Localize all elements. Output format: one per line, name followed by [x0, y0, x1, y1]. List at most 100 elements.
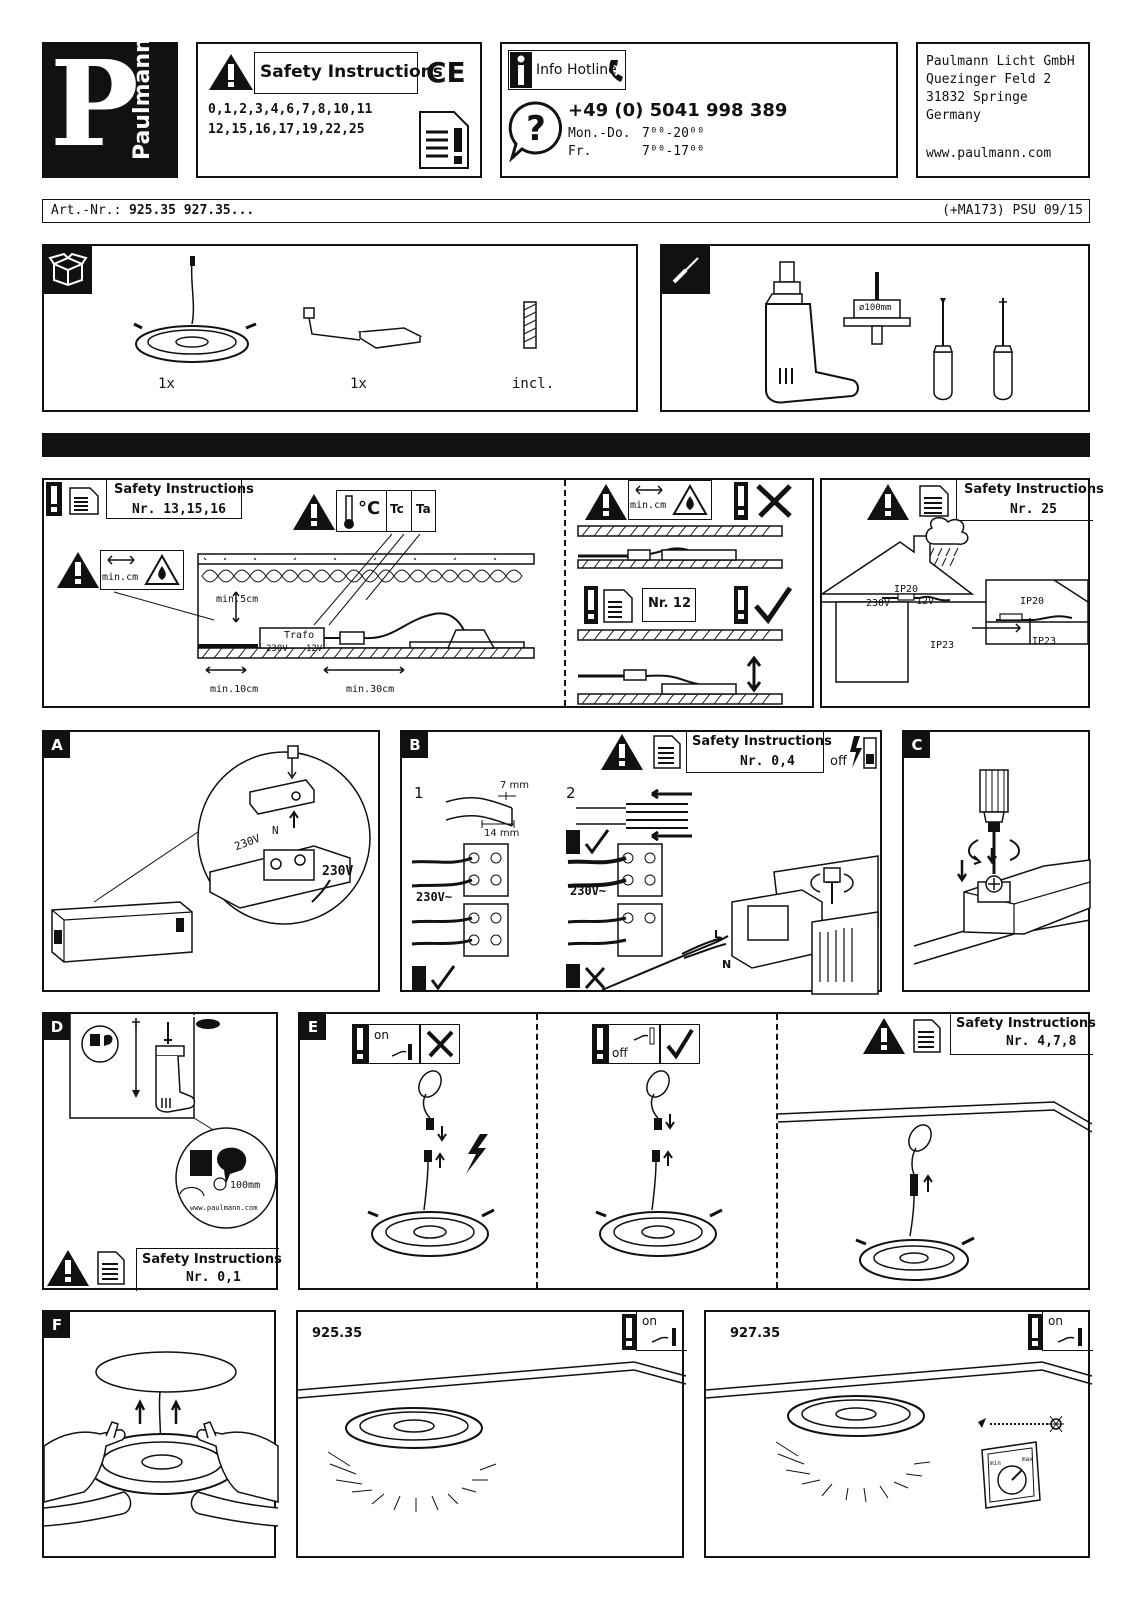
safety-header-box: Safety Instructions CE 0,1,2,3,4,6,7,8,1…	[196, 42, 482, 178]
step-f-panel: F	[42, 1310, 279, 1558]
house-diagram	[819, 517, 1090, 683]
min30-label: min.30cm	[346, 684, 395, 695]
hotline-box: Info Hotline ? +49 (0) 5041 998 389 Mon.…	[500, 42, 898, 178]
installation-panel: Safety Instructions Nr. 13,15,16 °C Tc T…	[42, 478, 814, 708]
hotline-days-2: Fr.	[568, 144, 592, 159]
model-927-label: 927.35	[730, 1326, 781, 1341]
min-cm-label-2: min.cm	[630, 500, 667, 511]
exclamation-manual-icon	[584, 586, 633, 624]
step-b-si-title: Safety Instructions	[692, 734, 832, 749]
manual-icon-d	[97, 1251, 125, 1285]
exclamation-icon-h	[1028, 1314, 1042, 1350]
hotline-label: Info Hotline	[536, 62, 617, 78]
cross-icon-e1	[426, 1030, 454, 1058]
hotline-days-1: Mon.-Do.	[568, 126, 631, 141]
warning-icon-b	[601, 734, 643, 770]
art-right: (+MA173) PSU 09/15	[942, 203, 1083, 218]
contents-qty-3: incl.	[512, 376, 555, 392]
hotline-hours-2: 7⁰⁰-17⁰⁰	[642, 144, 705, 159]
step-e-on-label: on	[374, 1028, 389, 1042]
pointer-lines	[113, 533, 421, 626]
warning-icon	[209, 54, 253, 90]
trafo-12-label: 12V	[306, 644, 323, 654]
step-b-letter: B	[402, 732, 428, 758]
ta-label: Ta	[416, 502, 431, 516]
step-c-panel: C	[902, 730, 1091, 992]
manual-icon	[419, 111, 469, 169]
house-12-label: 12V	[916, 596, 935, 607]
drill-size-label: ø100mm	[859, 303, 892, 313]
drill-illustration	[764, 261, 859, 404]
si-title-25: Safety Instructions	[964, 482, 1104, 497]
ip20-label-b: IP20	[1020, 596, 1045, 607]
warning-icon-min	[57, 552, 99, 588]
si-nr-25: Nr. 25	[1010, 502, 1057, 517]
exclamation-icon-g	[622, 1314, 636, 1350]
ceiling-section-right	[577, 629, 783, 705]
step-b-l-label: L	[714, 928, 722, 941]
dimmer-max-label: max	[1022, 1456, 1033, 1463]
step-d-diagram	[69, 1014, 277, 1229]
step-b-230-label-a: 230V~	[416, 890, 453, 904]
brand-logo: P Paulmann	[42, 34, 178, 178]
hotline-hours-1: 7⁰⁰-20⁰⁰	[642, 126, 705, 141]
screwdriver-flat-illustration	[932, 298, 954, 401]
downlight-illustration	[133, 256, 257, 363]
exclamation-icon-e1	[352, 1024, 368, 1064]
switch-on-icon	[391, 1044, 412, 1060]
lightning-switch-icon	[850, 736, 877, 769]
ce-mark: CE	[426, 56, 466, 89]
info-icon	[510, 52, 532, 88]
model-925-diagram	[297, 1361, 687, 1512]
warning-icon-right	[585, 484, 627, 520]
si-nr-a: Nr. 13,15,16	[132, 502, 226, 517]
si-title-a: Safety Instructions	[114, 482, 254, 497]
step-e-si-title: Safety Instructions	[956, 1016, 1096, 1031]
step-e-diagram	[367, 1070, 1093, 1281]
step-d-si-title: Safety Instructions	[142, 1252, 282, 1267]
brand-letter: P	[50, 34, 139, 173]
house-230-label: 230V	[866, 598, 891, 609]
step-b-panel: B Safety Instructions Nr. 0,4 off 1 2 7 …	[400, 730, 882, 995]
contents-box: 1x 1x incl.	[42, 244, 638, 412]
distance-arrow-icon-2	[635, 485, 663, 495]
address-line-1: Paulmann Licht GmbH	[926, 54, 1075, 69]
step-c-letter: C	[904, 732, 930, 758]
step-b-si-nr: Nr. 0,4	[740, 754, 795, 769]
ip20-label-a: IP20	[894, 584, 919, 595]
step-e-letter: E	[300, 1014, 326, 1040]
package-icon	[48, 252, 88, 287]
step-a-diagram	[51, 745, 371, 963]
manual-icon-e3	[913, 1019, 941, 1053]
min5-label: min.5cm	[216, 594, 259, 605]
step-d-si-nr: Nr. 0,1	[186, 1270, 241, 1285]
switch-off-icon	[633, 1027, 655, 1045]
ip-rating-panel: Safety Instructions Nr. 25 IP20 230V 12V…	[819, 478, 1104, 708]
step-e-off-label: off	[612, 1046, 628, 1060]
address-box: Paulmann Licht GmbH Quezinger Feld 2 318…	[916, 42, 1090, 178]
step-e-panel: E on off Safety Instructions Nr. 4,7,8	[298, 1012, 1096, 1290]
ceiling-section-wrong	[577, 525, 783, 569]
warning-icon-25	[867, 484, 909, 520]
hotline-phone: +49 (0) 5041 998 389	[568, 100, 788, 121]
step-e-si-nr: Nr. 4,7,8	[1006, 1034, 1077, 1049]
model-927-panel: 927.35 on min max	[704, 1310, 1093, 1558]
warning-icon-d	[47, 1250, 89, 1286]
check-icon-e2	[666, 1028, 694, 1060]
step-b-off-label: off	[830, 754, 847, 769]
step-c-diagram	[913, 769, 1091, 965]
model-927-on: on	[1048, 1314, 1063, 1328]
min-cm-label: min.cm	[102, 572, 139, 583]
trafo-label: Trafo	[284, 630, 315, 641]
art-label: Art.-Nr.:	[51, 203, 122, 218]
manual-icon-25	[919, 485, 949, 517]
flame-warning-icon-2	[672, 483, 708, 515]
model-925-panel: 925.35 on	[296, 1310, 687, 1558]
celsius-label: °C	[358, 498, 381, 519]
step-a-230-label-b: 230V	[322, 864, 354, 879]
model-925-label: 925.35	[312, 1326, 363, 1341]
step-b-diagram	[411, 788, 879, 995]
trafo-230-label: 230V	[266, 644, 288, 654]
exclamation-cross-icon	[734, 482, 792, 520]
tools-box: ø100mm	[660, 244, 1090, 412]
